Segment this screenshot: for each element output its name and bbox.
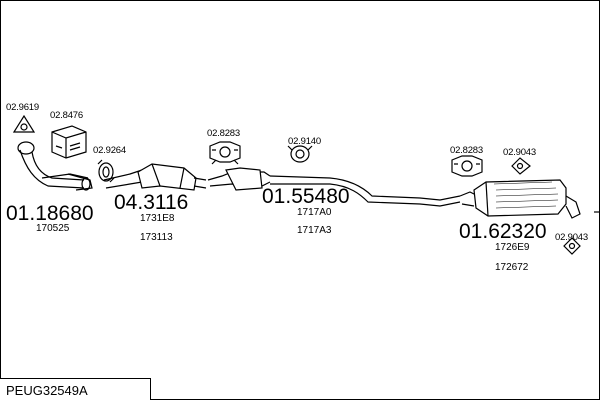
part-sub-2a: 1731E8: [140, 213, 175, 224]
part-number-1: 01.18680: [6, 202, 94, 225]
accessory-label-1: 02.9619: [6, 102, 39, 113]
part-sub-4a: 1726E9: [495, 242, 530, 253]
part-sub-3a: 1717A0: [297, 207, 332, 218]
accessory-label-8: 02.9043: [555, 232, 588, 243]
part-number-4: 01.62320: [459, 220, 547, 243]
mounting-kit-box-icon: [51, 125, 87, 159]
accessory-label-5: 02.9140: [288, 136, 321, 147]
gasket-triangle-icon: [12, 114, 36, 133]
part-sub-2b: 173113: [140, 232, 173, 243]
catalytic-converter-part: [103, 163, 207, 191]
accessory-label-4: 02.8283: [207, 128, 240, 139]
rear-silencer-part: [459, 179, 581, 219]
accessory-label-3: 02.9264: [93, 145, 126, 156]
part-number-3: 01.55480: [262, 185, 350, 208]
clamp-icon: [97, 159, 115, 183]
hanger-top-icon: [511, 157, 531, 175]
middle-pipe-part: [207, 167, 461, 207]
part-number-2: 04.3116: [114, 191, 189, 214]
rubber-mount-right-icon: [451, 155, 483, 177]
diagram-code-box: PEUG32549A: [0, 378, 151, 400]
front-pipe-part: [17, 141, 93, 191]
accessory-label-6: 02.8283: [450, 145, 483, 156]
part-sub-1a: 170525: [36, 223, 70, 234]
rubber-mount-icon: [209, 141, 241, 165]
hanger-bottom-icon: [563, 237, 581, 255]
diagram-code: PEUG32549A: [6, 383, 88, 398]
accessory-label-7: 02.9043: [503, 147, 536, 158]
clamp-ring-icon: [287, 145, 313, 163]
part-sub-4b: 172672: [495, 262, 529, 273]
accessory-label-2: 02.8476: [50, 110, 83, 121]
part-sub-3b: 1717A3: [297, 225, 332, 236]
